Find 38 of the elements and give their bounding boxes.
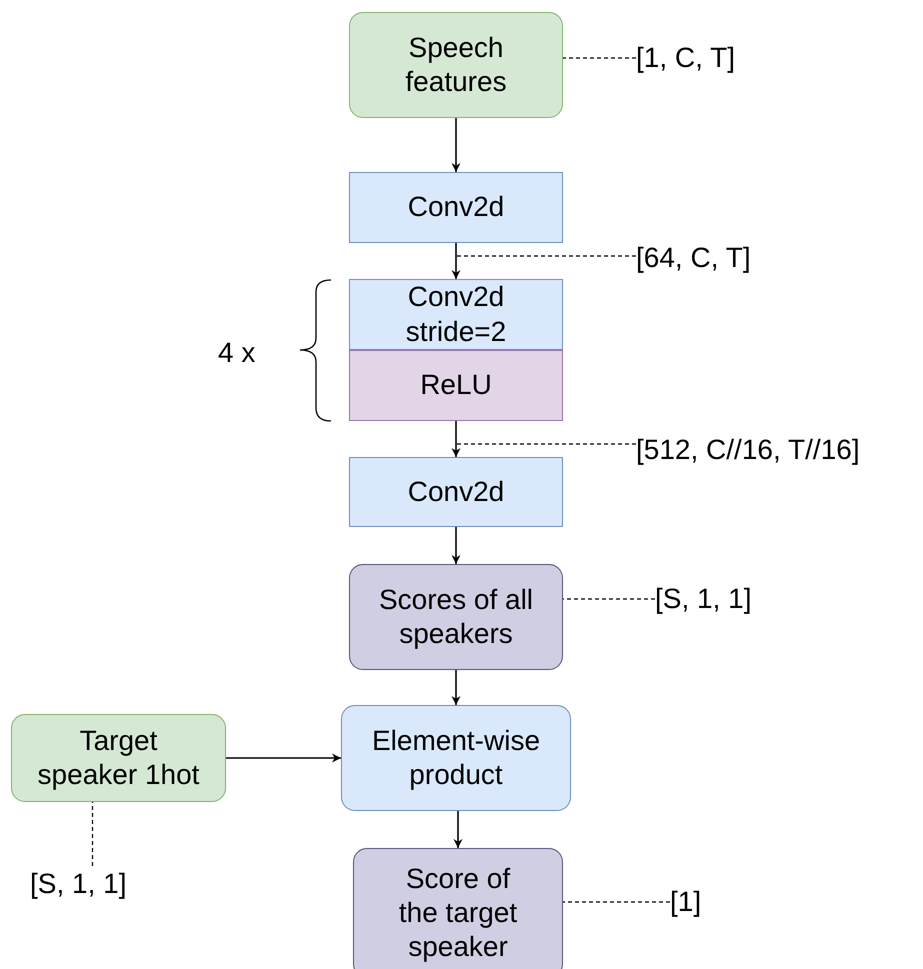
shape-label: [1]: [670, 884, 702, 919]
arrow: [452, 670, 460, 705]
box-label: Conv2d stride=2: [404, 280, 508, 348]
leader-line: [456, 255, 636, 257]
arrow: [452, 118, 460, 172]
shape-label: [512, C//16, T//16]: [636, 432, 860, 467]
box-label: Target speaker 1hot: [36, 724, 200, 792]
shape-label: [64, C, T]: [636, 240, 751, 275]
arrow: [226, 754, 341, 762]
shape-label: [1, C, T]: [636, 40, 736, 75]
arrow: [454, 811, 462, 848]
process-box: [349, 350, 563, 421]
leader-line: [563, 598, 655, 600]
repeat-label: 4 x: [218, 337, 256, 369]
rounded-process-box: [341, 705, 571, 811]
process-box: [349, 279, 563, 350]
leader-line: [563, 57, 636, 59]
rounded-process-box: [349, 12, 563, 118]
rounded-process-box: [353, 848, 563, 969]
process-box: [349, 172, 563, 243]
box-label: Conv2d: [406, 474, 506, 509]
box-label: Speech features: [404, 30, 508, 99]
shape-label: [S, 1, 1]: [30, 866, 126, 901]
box-label: Element-wise product: [370, 724, 542, 792]
leader-line: [563, 901, 670, 903]
arrow: [452, 421, 460, 457]
leader-line: [92, 802, 94, 866]
leader-line: [456, 443, 636, 445]
arrow: [452, 243, 460, 279]
arrow: [452, 527, 460, 564]
rounded-process-box: [11, 714, 226, 802]
box-label: Score of the target speaker: [398, 862, 518, 964]
box-label: Scores of all speakers: [378, 582, 534, 651]
process-box: [349, 457, 563, 527]
shape-label: [S, 1, 1]: [655, 582, 752, 616]
box-label: ReLU: [419, 368, 493, 402]
rounded-process-box: [349, 564, 563, 670]
box-label: Conv2d: [406, 190, 506, 224]
